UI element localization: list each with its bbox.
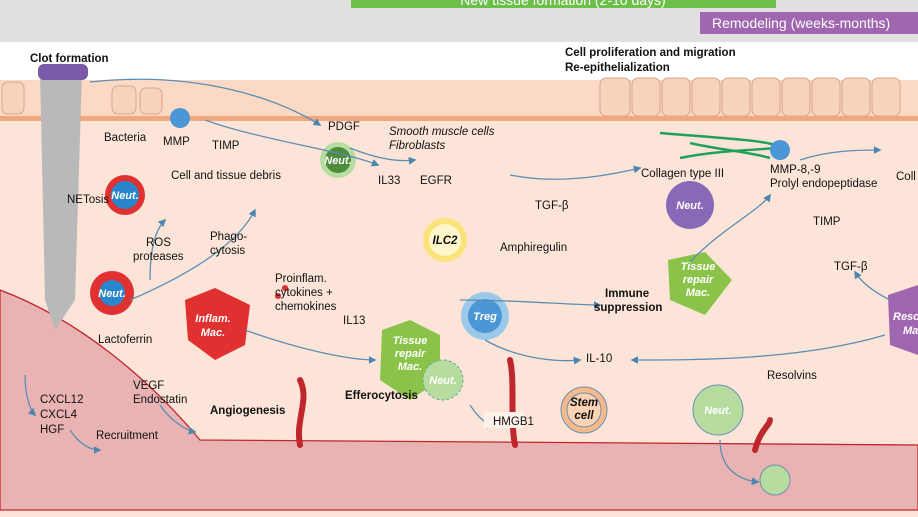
angiogenesis-heading: Angiogenesis: [210, 405, 285, 417]
proliferation-heading: Cell proliferation and migration: [565, 47, 736, 59]
label-resolvins: Resolvins: [767, 370, 817, 382]
svg-text:ILC2: ILC2: [433, 235, 459, 247]
immune-suppression-heading-2: suppression: [594, 302, 662, 314]
neutrophil: Neut.: [90, 271, 134, 315]
label-proteases: proteases: [133, 251, 184, 263]
efferocytosis-heading: Efferocytosis: [345, 390, 418, 402]
circulating-neutrophil: [759, 464, 791, 496]
label-timp: TIMP: [212, 140, 240, 152]
label-phago: Phago-: [210, 231, 247, 243]
svg-text:Neut.: Neut.: [98, 288, 126, 300]
label-ros: ROS: [146, 237, 171, 249]
label-hmgb1: HMGB1: [493, 416, 534, 428]
label-il13: IL13: [343, 315, 365, 327]
remodeling-label: Remodeling (weeks-months): [712, 15, 890, 31]
label-cxcl12: CXCL12: [40, 394, 83, 406]
platelet-plug: [38, 64, 88, 80]
label-mmp89: MMP-8,-9: [770, 164, 820, 176]
label-mmp: MMP: [163, 136, 190, 148]
dying-neutrophil: Neut.: [320, 142, 356, 178]
label-cytosis: cytosis: [210, 245, 245, 257]
clot-formation-heading: Clot formation: [30, 53, 109, 65]
label-proinflam: Proinflam.: [275, 273, 327, 285]
mmp-enzyme: [770, 140, 790, 160]
angiogenic-sprout: [296, 377, 307, 448]
label-pdgf: PDGF: [328, 121, 360, 133]
svg-text:Mac.: Mac.: [686, 287, 710, 299]
svg-text:Neut.: Neut.: [324, 155, 352, 167]
label-endostatin: Endostatin: [133, 394, 187, 406]
reepithelialization-heading: Re-epithelialization: [565, 62, 670, 74]
purple-neutrophil: Neut.: [666, 181, 714, 229]
svg-text:Resol.: Resol.: [893, 311, 918, 323]
neutrophil-netosis: Neut.: [105, 175, 145, 215]
svg-text:Tissue: Tissue: [681, 261, 716, 273]
resolving-macrophage: Resol. Ma: [888, 285, 918, 355]
efferocytosed-neutrophil: Neut.: [422, 359, 464, 401]
remodeling-bar: [700, 12, 918, 34]
label-hgf: HGF: [40, 424, 64, 436]
label-chemokines: chemokines: [275, 301, 337, 313]
label-cytokines: cytokines +: [275, 287, 333, 299]
label-recruitment: Recruitment: [96, 430, 159, 442]
labels: Bacteria MMP TIMP Cell and tissue debris…: [40, 121, 916, 442]
blood-vessel: [0, 289, 918, 511]
green-neutrophil: Neut.: [692, 384, 744, 436]
label-vegf: VEGF: [133, 380, 164, 392]
label-tgfb: TGF-β: [535, 200, 569, 212]
svg-text:Neut.: Neut.: [676, 200, 704, 212]
label-il10: IL-10: [586, 353, 612, 365]
label-il33: IL33: [378, 175, 400, 187]
clot: [40, 72, 82, 330]
angiogenic-sprout: [507, 357, 518, 448]
treg-cell: Treg: [461, 292, 509, 340]
svg-text:repair: repair: [395, 348, 426, 360]
svg-text:Inflam.: Inflam.: [195, 313, 230, 325]
ilc2-cell: ILC2: [423, 218, 467, 262]
label-prolyl: Prolyl endopeptidase: [770, 178, 877, 190]
inflammatory-macrophage: Inflam. Mac.: [185, 288, 250, 360]
label-smc: Smooth muscle cells: [389, 126, 495, 138]
cytokine-dots: [282, 285, 288, 291]
label-tgfb-2: TGF-β: [834, 261, 868, 273]
label-amphiregulin: Amphiregulin: [500, 242, 567, 254]
label-egfr: EGFR: [420, 175, 452, 187]
label-lactoferrin: Lactoferrin: [98, 334, 152, 346]
label-cxcl4: CXCL4: [40, 409, 78, 421]
new-tissue-label: New tissue formation (2-10 days): [460, 0, 665, 8]
svg-text:Neut.: Neut.: [704, 405, 732, 417]
label-collagen-cut: Coll: [896, 171, 916, 183]
svg-text:Tissue: Tissue: [393, 335, 428, 347]
svg-text:Treg: Treg: [473, 311, 497, 323]
mmp-enzyme: [170, 108, 190, 128]
label-fibroblasts: Fibroblasts: [389, 140, 445, 152]
label-bacteria: Bacteria: [104, 132, 147, 144]
svg-text:cell: cell: [574, 410, 594, 422]
svg-text:Mac.: Mac.: [398, 361, 422, 373]
svg-text:repair: repair: [683, 274, 714, 286]
new-tissue-bar: [351, 0, 776, 8]
svg-text:Neut.: Neut.: [111, 190, 139, 202]
svg-text:Neut.: Neut.: [429, 375, 457, 387]
basement-membrane: [0, 116, 918, 121]
angiogenic-sprout: [752, 417, 773, 453]
cytokine-dots: [275, 293, 281, 299]
label-timp-2: TIMP: [813, 216, 841, 228]
label-netosis: NETosis: [67, 194, 109, 206]
svg-text:Ma: Ma: [903, 325, 918, 337]
label-debris: Cell and tissue debris: [171, 170, 281, 182]
collagen-fibers: [659, 131, 776, 160]
svg-text:Stem: Stem: [570, 397, 598, 409]
svg-text:Mac.: Mac.: [201, 327, 225, 339]
immune-suppression-heading: Immune: [605, 288, 649, 300]
label-collagen-iii: Collagen type III: [641, 168, 724, 180]
